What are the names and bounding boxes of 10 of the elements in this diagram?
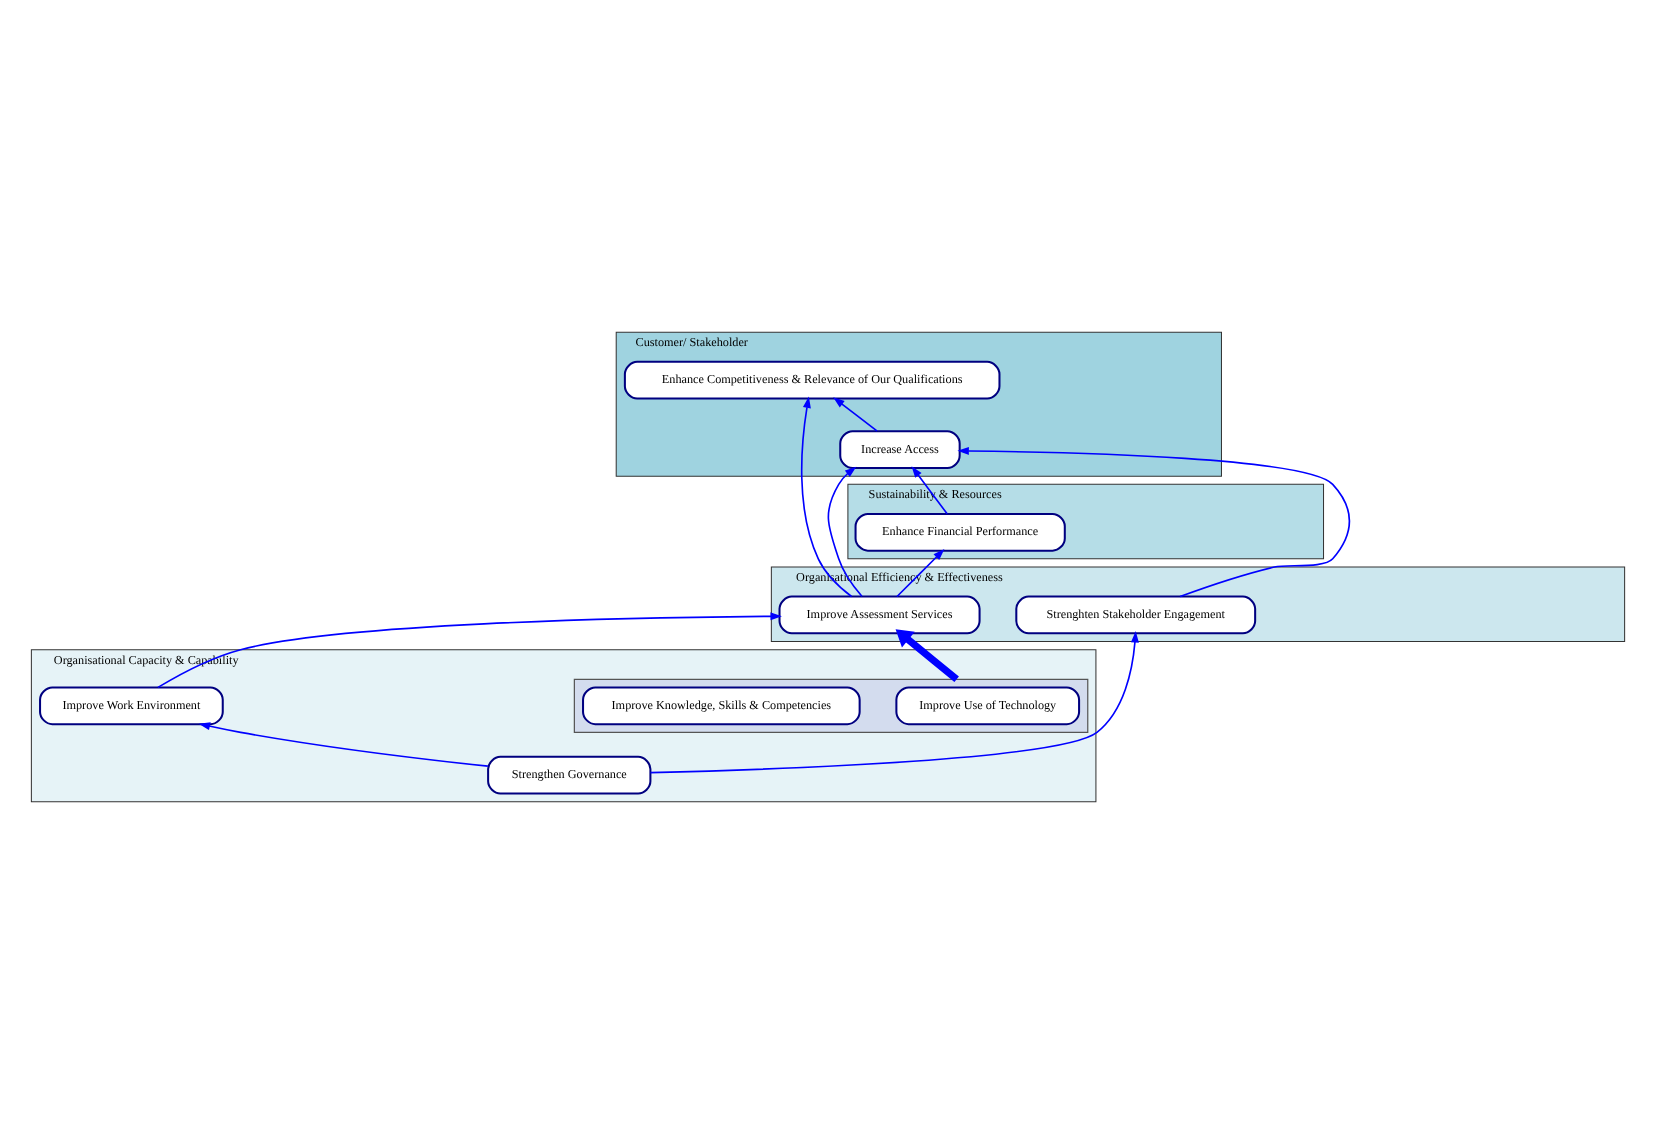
arrow bbox=[911, 466, 948, 515]
arrow bbox=[896, 549, 945, 598]
arrow bbox=[827, 466, 863, 598]
arrow bbox=[833, 397, 878, 432]
arrow bbox=[198, 722, 489, 767]
arrow bbox=[800, 396, 853, 598]
cluster bbox=[573, 678, 1089, 733]
arrow bbox=[157, 612, 782, 689]
arrow bbox=[957, 446, 1351, 598]
arrow bbox=[649, 631, 1139, 774]
